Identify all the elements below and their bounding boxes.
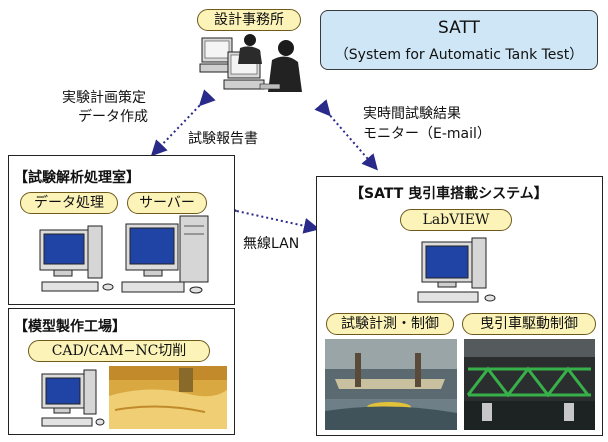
model-factory-heading: 【模型製作工場】 — [14, 319, 126, 335]
carriage-drive-control-label: 曳引車駆動制御 — [462, 313, 596, 335]
satt-title-box: SATT （System for Automatic Tank Test） — [320, 10, 598, 70]
cad-computer-icon — [41, 369, 105, 427]
wireless-lan-label: 無線LAN — [243, 236, 300, 252]
measurement-control-label: 試験計測・制御 — [326, 313, 454, 335]
cad-cam-label: CAD/CAM−NC切削 — [28, 340, 210, 362]
arrow-office-to-analysis — [150, 89, 216, 157]
data-processing-computer-icon — [39, 225, 114, 292]
realtime-label-line1: 実時間試験結果 — [363, 106, 461, 122]
server-computer-icon — [121, 215, 209, 294]
nc-cutting-photo — [109, 366, 227, 429]
arrow-analysis-to-carriage — [220, 200, 320, 234]
carriage-system-heading: 【SATT 曳引車搭載システム】 — [350, 186, 548, 202]
plan-label-line2: データ作成 — [78, 109, 148, 125]
labview-label: LabVIEW — [400, 209, 512, 231]
server-label: サーバー — [127, 192, 207, 214]
carriage-computer-icon — [417, 237, 496, 303]
arrow-office-to-carriage — [314, 99, 378, 171]
design-office-label: 設計事務所 — [197, 9, 301, 31]
tank-test-photo — [325, 339, 457, 430]
design-office-illustration — [199, 34, 302, 92]
realtime-label-line2: モニター（E-mail） — [363, 126, 491, 142]
analysis-room-heading: 【試験解析処理室】 — [14, 170, 140, 186]
data-processing-label: データ処理 — [20, 192, 118, 214]
satt-title: SATT — [438, 18, 480, 38]
satt-subtitle: （System for Automatic Tank Test） — [334, 47, 584, 63]
carriage-photo — [464, 339, 595, 430]
plan-label-line1: 実験計画策定 — [62, 90, 146, 106]
